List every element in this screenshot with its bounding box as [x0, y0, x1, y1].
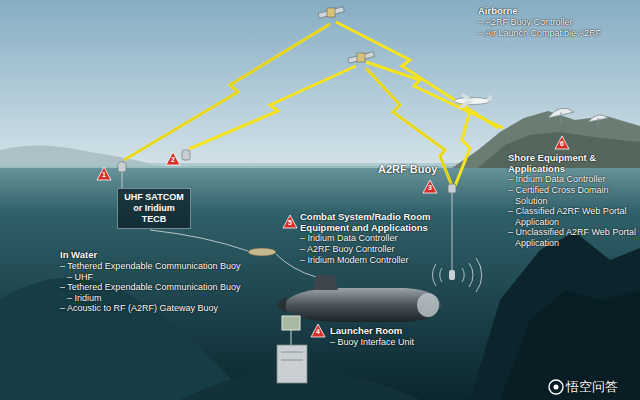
buoy-label: A2RF Buoy: [378, 163, 444, 176]
callout-number: 2: [166, 156, 180, 164]
list-item: – A2RF Buoy Controller: [478, 17, 633, 28]
section-heading: Combat System/Radio Room Equipment and A…: [300, 212, 434, 233]
section-heading: Airborne: [478, 6, 633, 17]
list-item: – Classified A2RF Web Portal Application: [508, 206, 636, 227]
callout-number: 1: [97, 171, 111, 179]
list-item: – Tethered Expendable Communication Buoy…: [60, 282, 245, 303]
watermark: 悟空问答: [566, 379, 618, 394]
list-item: – A2RF Buoy Controller: [300, 244, 434, 255]
callout-number: 4: [311, 328, 325, 336]
list-item: – Unclassified A2RF Web Portal Applicati…: [508, 227, 636, 248]
list-item: – Iridium Data Controller: [508, 174, 636, 185]
section-heading: Shore Equipment & Applications: [508, 153, 636, 174]
section-heading: Launcher Room: [330, 326, 450, 337]
list-item: – Air Launch Compatible A2RF: [478, 28, 633, 39]
list-item: – Iridium Modem Controller: [300, 255, 434, 266]
info-box: UHF SATCOM or Iridium TECB: [117, 188, 191, 229]
list-item: – Buoy Interface Unit: [330, 337, 450, 348]
box-text: UHF SATCOM or Iridium TECB: [122, 192, 186, 225]
callout-number: 6: [555, 140, 569, 148]
list-item: – Certified Cross Domain Solution: [508, 185, 636, 206]
list-item: – Iridium Data Controller: [300, 233, 434, 244]
callout-number: 5: [283, 219, 297, 227]
list-item: – Tethered Expendable Communication Buoy…: [60, 261, 245, 282]
callout-number: 3: [423, 184, 437, 192]
section-heading: In Water: [60, 250, 245, 261]
list-item: – Acoustic to RF (A2RF) Gateway Buoy: [60, 303, 245, 314]
